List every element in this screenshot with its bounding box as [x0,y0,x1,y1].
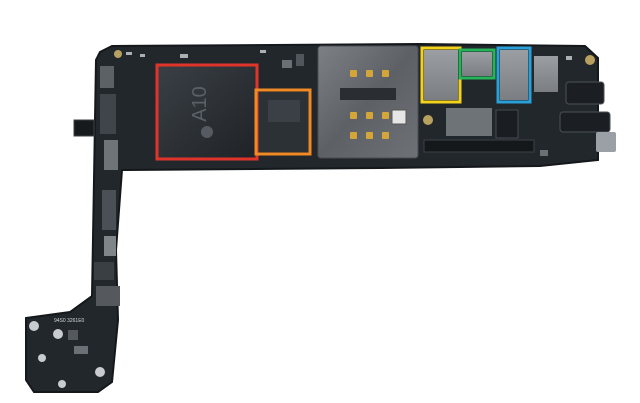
sim-contacts [350,70,389,139]
blue-chip [500,50,528,100]
qr-code-icon [391,109,407,125]
screw-hole-right [585,55,595,65]
power-ic-die [268,100,300,122]
connector-small [495,109,519,139]
right-pad [596,132,616,152]
highlight-blue [496,46,532,104]
green-chip [462,52,492,76]
lower-chip [446,108,492,136]
screw-hole-left [114,50,122,58]
bottom-tab-parts [29,321,105,388]
soc-chip [158,66,256,158]
right-connector-mid [559,111,611,133]
soc-label: A10 [189,86,211,122]
highlight-green [458,48,496,80]
sim-shield [317,45,419,159]
connector-strip [423,139,535,153]
right-connector-top [565,81,605,105]
screw-hole [423,115,433,125]
sim-label-strip [340,88,396,100]
apple-logo-icon [201,126,213,138]
highlight-orange [254,88,312,156]
left-column-parts [73,66,120,306]
board-silkscreen: 94S0 3261E0 [54,318,85,324]
right-chip [534,56,558,92]
yellow-chip [424,50,458,100]
